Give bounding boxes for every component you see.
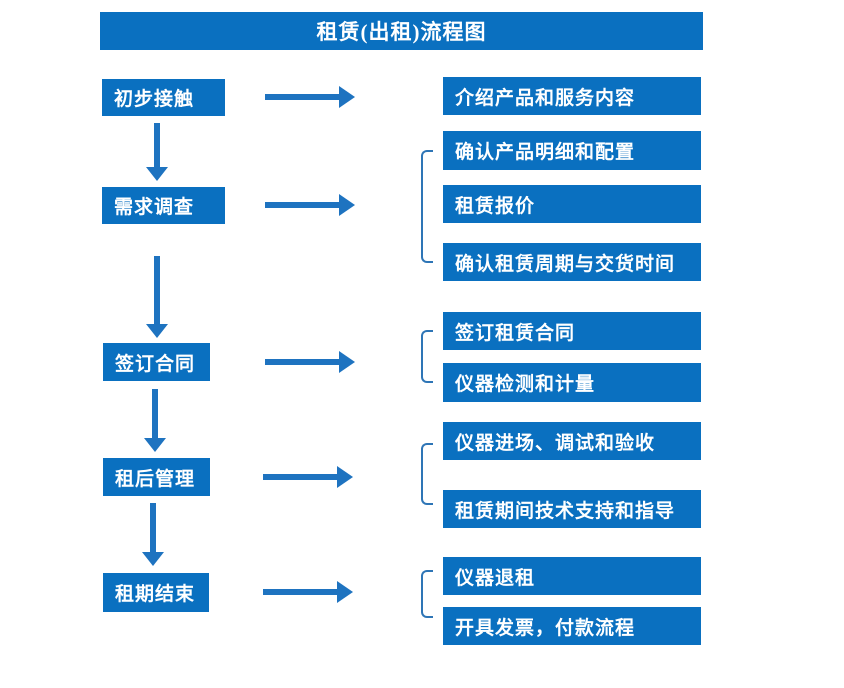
stage-box-sign-contract: 签订合同: [103, 343, 210, 381]
arrow-head-icon: [339, 194, 355, 216]
arrow-shaft: [154, 256, 160, 325]
arrow-head-icon: [339, 351, 355, 373]
stage-label: 初步接触: [114, 89, 195, 110]
group-bracket: [421, 150, 433, 263]
detail-label: 确认租赁周期与交货时间: [455, 253, 676, 275]
arrow-shaft: [263, 474, 339, 480]
page-title: 租赁(出租)流程图: [316, 20, 487, 44]
detail-label: 仪器进场、调试和验收: [455, 432, 656, 454]
arrow-shaft: [154, 123, 160, 168]
stage-label: 租期结束: [115, 584, 196, 605]
arrow-shaft: [265, 94, 341, 100]
detail-box: 确认租赁周期与交货时间: [443, 243, 701, 281]
detail-label: 确认产品明细和配置: [455, 142, 636, 163]
detail-label: 开具发票，付款流程: [455, 617, 636, 639]
arrow-shaft: [265, 359, 341, 365]
stage-box-rental-end: 租期结束: [103, 573, 209, 612]
stage-box-demand-survey: 需求调查: [102, 187, 225, 224]
group-bracket: [421, 570, 433, 618]
arrow-head-icon: [337, 581, 353, 603]
arrow-head-icon: [337, 466, 353, 488]
detail-box: 仪器进场、调试和验收: [443, 422, 701, 460]
detail-box: 租赁期间技术支持和指导: [443, 490, 701, 528]
title-bar: 租赁(出租)流程图: [100, 12, 703, 50]
detail-box: 介绍产品和服务内容: [443, 77, 701, 115]
stage-label: 需求调查: [114, 197, 195, 218]
detail-label: 介绍产品和服务内容: [455, 87, 636, 109]
arrow-head-icon: [146, 167, 168, 181]
stage-box-initial-contact: 初步接触: [102, 79, 225, 116]
arrow-head-icon: [144, 438, 166, 452]
flow-arrow-down: [146, 256, 168, 338]
stage-label: 签订合同: [115, 353, 196, 375]
flow-arrow-down: [142, 503, 164, 566]
flow-arrow-down: [146, 123, 168, 181]
flow-arrow-right: [263, 466, 353, 488]
flow-arrow-right: [265, 86, 355, 108]
flow-arrow-right: [265, 194, 355, 216]
arrow-shaft: [263, 589, 339, 595]
arrow-head-icon: [339, 86, 355, 108]
group-bracket: [421, 330, 433, 383]
arrow-shaft: [265, 202, 341, 208]
detail-box: 开具发票，付款流程: [443, 607, 701, 645]
arrow-shaft: [152, 389, 158, 439]
detail-label: 签订租赁合同: [455, 322, 576, 344]
flow-arrow-down: [144, 389, 166, 452]
detail-box: 签订租赁合同: [443, 312, 701, 350]
arrow-head-icon: [142, 552, 164, 566]
stage-label: 租后管理: [115, 468, 196, 490]
detail-box: 租赁报价: [443, 185, 701, 223]
arrow-shaft: [150, 503, 156, 553]
detail-box: 确认产品明细和配置: [443, 131, 701, 170]
detail-label: 仪器检测和计量: [455, 374, 596, 395]
detail-label: 租赁期间技术支持和指导: [455, 500, 676, 522]
detail-box: 仪器退租: [443, 557, 701, 595]
flow-arrow-right: [265, 351, 355, 373]
detail-box: 仪器检测和计量: [443, 363, 701, 402]
detail-label: 租赁报价: [455, 195, 536, 217]
arrow-head-icon: [146, 324, 168, 338]
group-bracket: [421, 443, 433, 505]
flow-arrow-right: [263, 581, 353, 603]
detail-label: 仪器退租: [455, 567, 536, 589]
stage-box-post-rental-management: 租后管理: [103, 458, 210, 496]
